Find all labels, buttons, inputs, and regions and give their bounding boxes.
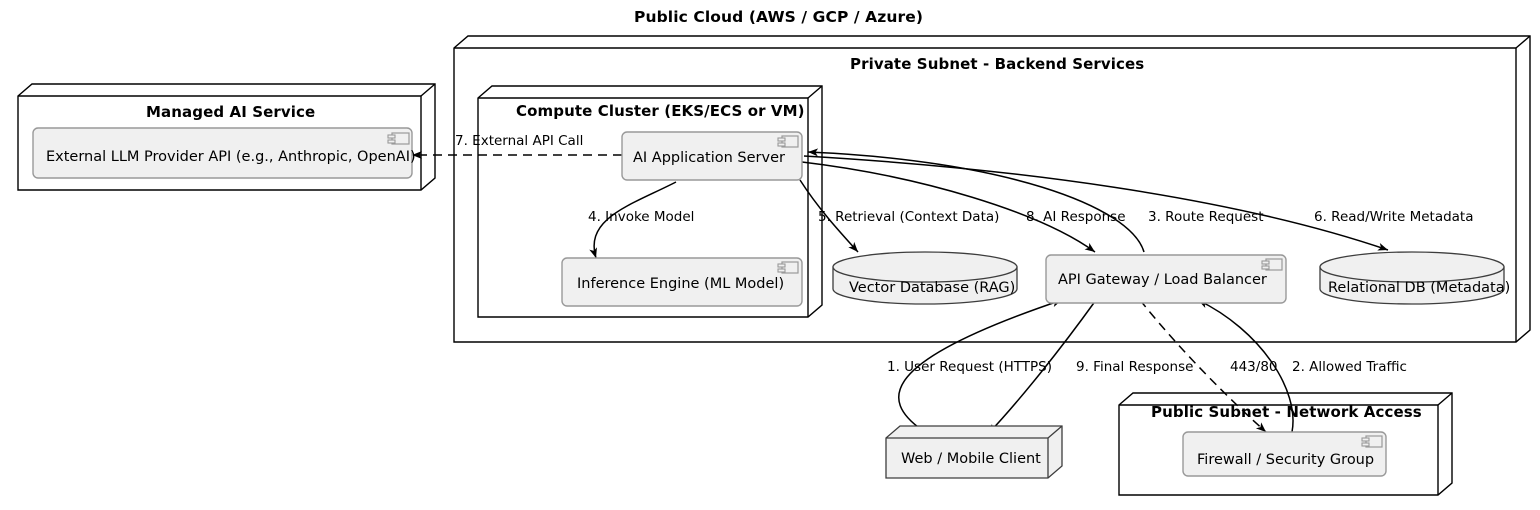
- edge-4-invoke-model: [589, 181, 677, 259]
- private-subnet-title: Private Subnet - Backend Services: [850, 55, 1145, 73]
- compute-cluster-title: Compute Cluster (EKS/ECS or VM): [516, 102, 805, 120]
- edge-9-final-response: [987, 299, 1097, 435]
- api-gateway-label[interactable]: API Gateway / Load Balancer: [1058, 272, 1267, 288]
- edge-label-9-final-response: 9. Final Response: [1076, 359, 1194, 375]
- edge-3-route-request: [807, 148, 1145, 253]
- web-mobile-client-label[interactable]: Web / Mobile Client: [901, 451, 1041, 467]
- edge-10-443-80: [1139, 299, 1267, 433]
- inference-engine-label[interactable]: Inference Engine (ML Model): [577, 276, 785, 292]
- relational-db-label[interactable]: Relational DB (Metadata): [1328, 280, 1511, 296]
- edge-1-user-request-https: [898, 299, 1063, 431]
- web-mobile-client-node-shape: [885, 425, 1063, 479]
- edge-label-4-invoke-model: 4. Invoke Model: [588, 209, 695, 225]
- ai-application-server-component-shape: [621, 131, 803, 181]
- inference-engine-component-shape: [561, 257, 803, 307]
- edge-6-read-write-metadata: [803, 155, 1389, 251]
- relational-db-cylinder-shape: [1319, 251, 1505, 305]
- firewall-security-group-label[interactable]: Firewall / Security Group: [1197, 452, 1375, 468]
- api-gateway-component-shape: [1045, 254, 1287, 304]
- firewall-security-group-component-shape: [1182, 431, 1387, 477]
- edge-label-7-external-api-call: 7. External API Call: [455, 133, 584, 149]
- edge-label-5-retrieval-context-data: 5. Retrieval (Context Data): [818, 209, 1000, 225]
- public-subnet-title: Public Subnet - Network Access: [1151, 403, 1422, 421]
- edge-label-8-ai-response: 8. AI Response: [1026, 209, 1126, 225]
- external-llm-provider-label[interactable]: External LLM Provider API (e.g., Anthrop…: [46, 149, 416, 165]
- managed-ai-service-title: Managed AI Service: [146, 103, 316, 121]
- vector-database-cylinder-shape: [832, 251, 1018, 305]
- edge-label-1-user-request-https: 1. User Request (HTTPS): [887, 359, 1053, 375]
- edge-5-retrieval-context-data: [799, 179, 859, 253]
- edge-label-3-route-request: 3. Route Request: [1148, 209, 1264, 225]
- edge-label-2-allowed-traffic: 2. Allowed Traffic: [1292, 359, 1407, 375]
- edge-2-allowed-traffic: [1197, 299, 1294, 433]
- edge-8-ai-response: [801, 161, 1096, 253]
- edge-label-443-80: 443/80: [1230, 359, 1278, 375]
- cloud-title: Public Cloud (AWS / GCP / Azure): [634, 8, 924, 26]
- edge-label-6-read-write-metadata: 6. Read/Write Metadata: [1314, 209, 1474, 225]
- vector-database-label[interactable]: Vector Database (RAG): [849, 280, 1016, 296]
- ai-application-server-label[interactable]: AI Application Server: [633, 150, 785, 166]
- external-llm-provider-component-shape: [32, 127, 413, 179]
